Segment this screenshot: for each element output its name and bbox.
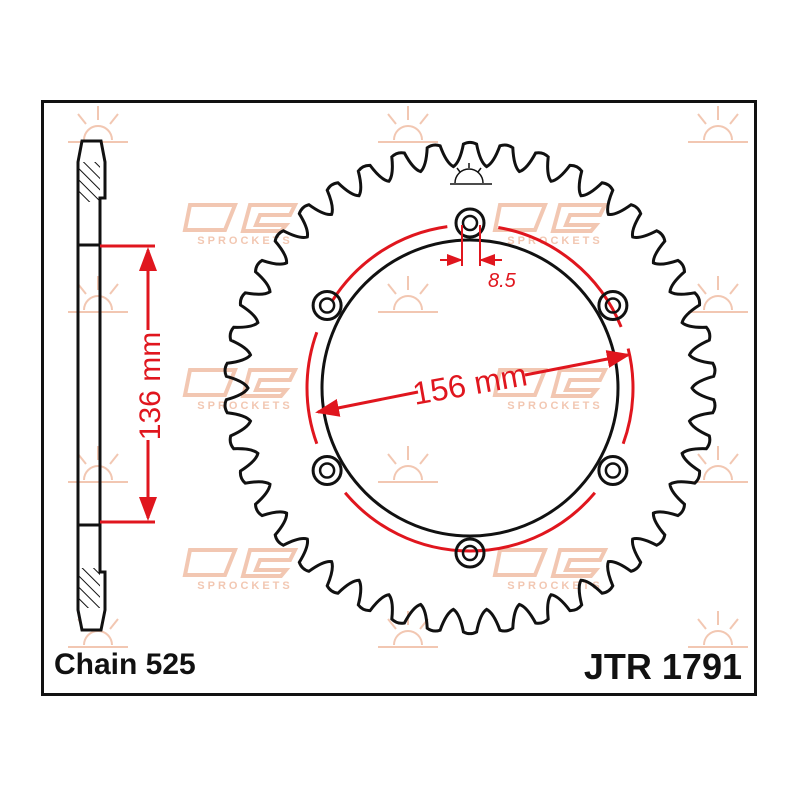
center-bore-dimension: [100, 244, 157, 524]
bolt-hole: [318, 297, 336, 314]
watermark-text: SPROCKETS: [197, 400, 292, 412]
bolt-hole: [454, 207, 486, 239]
part-number-label: JTR 1791: [583, 646, 742, 687]
bolt-hole: [604, 462, 622, 479]
sun-watermark-icon: [378, 446, 438, 483]
sun-watermark-icon: [688, 611, 748, 648]
bolt-circle-arc: [621, 348, 635, 445]
jt-sprockets-watermark-logo: SPROCKETS: [182, 368, 299, 412]
sprocket-outline: [223, 141, 717, 635]
bolt-hole: [311, 290, 343, 321]
bolt-hole: [461, 544, 479, 562]
jt-sun-logo-icon: [450, 163, 492, 185]
bolt-hole: [461, 214, 479, 232]
side-profile: [76, 139, 107, 632]
watermark-text: SPROCKETS: [507, 400, 602, 412]
watermark-text: SPROCKETS: [507, 235, 602, 247]
bolt-circle-dimension-line: [315, 390, 419, 417]
bolt-circle-arc: [498, 225, 623, 328]
bolt-circle-dimension-line: [524, 350, 631, 377]
jt-sprockets-watermark-logo: SPROCKETS: [492, 548, 609, 592]
watermark-text: SPROCKETS: [507, 580, 602, 592]
sun-watermark-icon: [68, 106, 128, 143]
sun-watermark-icon: [378, 106, 438, 143]
bolt-hole: [597, 455, 629, 486]
watermark-text: SPROCKETS: [197, 580, 292, 592]
center-bore-label: 136 mm: [134, 332, 167, 440]
inner-bore-circle: [320, 238, 620, 538]
bolt-circle-arc: [330, 225, 448, 303]
jt-sprockets-watermark-logo: SPROCKETS: [492, 368, 609, 412]
sun-watermark-icon: [378, 276, 438, 313]
jt-sprockets-watermark-logo: SPROCKETS: [492, 203, 609, 247]
sun-watermark-icon: [688, 446, 748, 483]
bolt-hole: [597, 290, 629, 321]
watermark-text: SPROCKETS: [197, 235, 292, 247]
jt-sprockets-watermark-logo: SPROCKETS: [182, 203, 299, 247]
bolt-hole-label: 8.5: [488, 270, 517, 292]
drawing-frame: [41, 100, 757, 696]
bolt-hole: [311, 455, 343, 486]
bolt-hole: [454, 537, 486, 569]
sun-watermark-icon: [688, 276, 748, 313]
bolt-holes: [311, 207, 629, 569]
watermarks: SPROCKETS SPROCKETS SPROCKETS SPROCKETS SPRO…: [68, 106, 748, 648]
bolt-hole-dimension: [440, 225, 502, 266]
bolt-circle-arc: [343, 491, 597, 553]
bolt-circle-arc: [305, 331, 319, 445]
chain-size-label: Chain 525: [54, 648, 196, 681]
jt-sprockets-watermark-logo: SPROCKETS: [182, 548, 299, 592]
bolt-hole: [318, 462, 336, 479]
bolt-hole: [604, 297, 622, 314]
sun-watermark-icon: [688, 106, 748, 143]
